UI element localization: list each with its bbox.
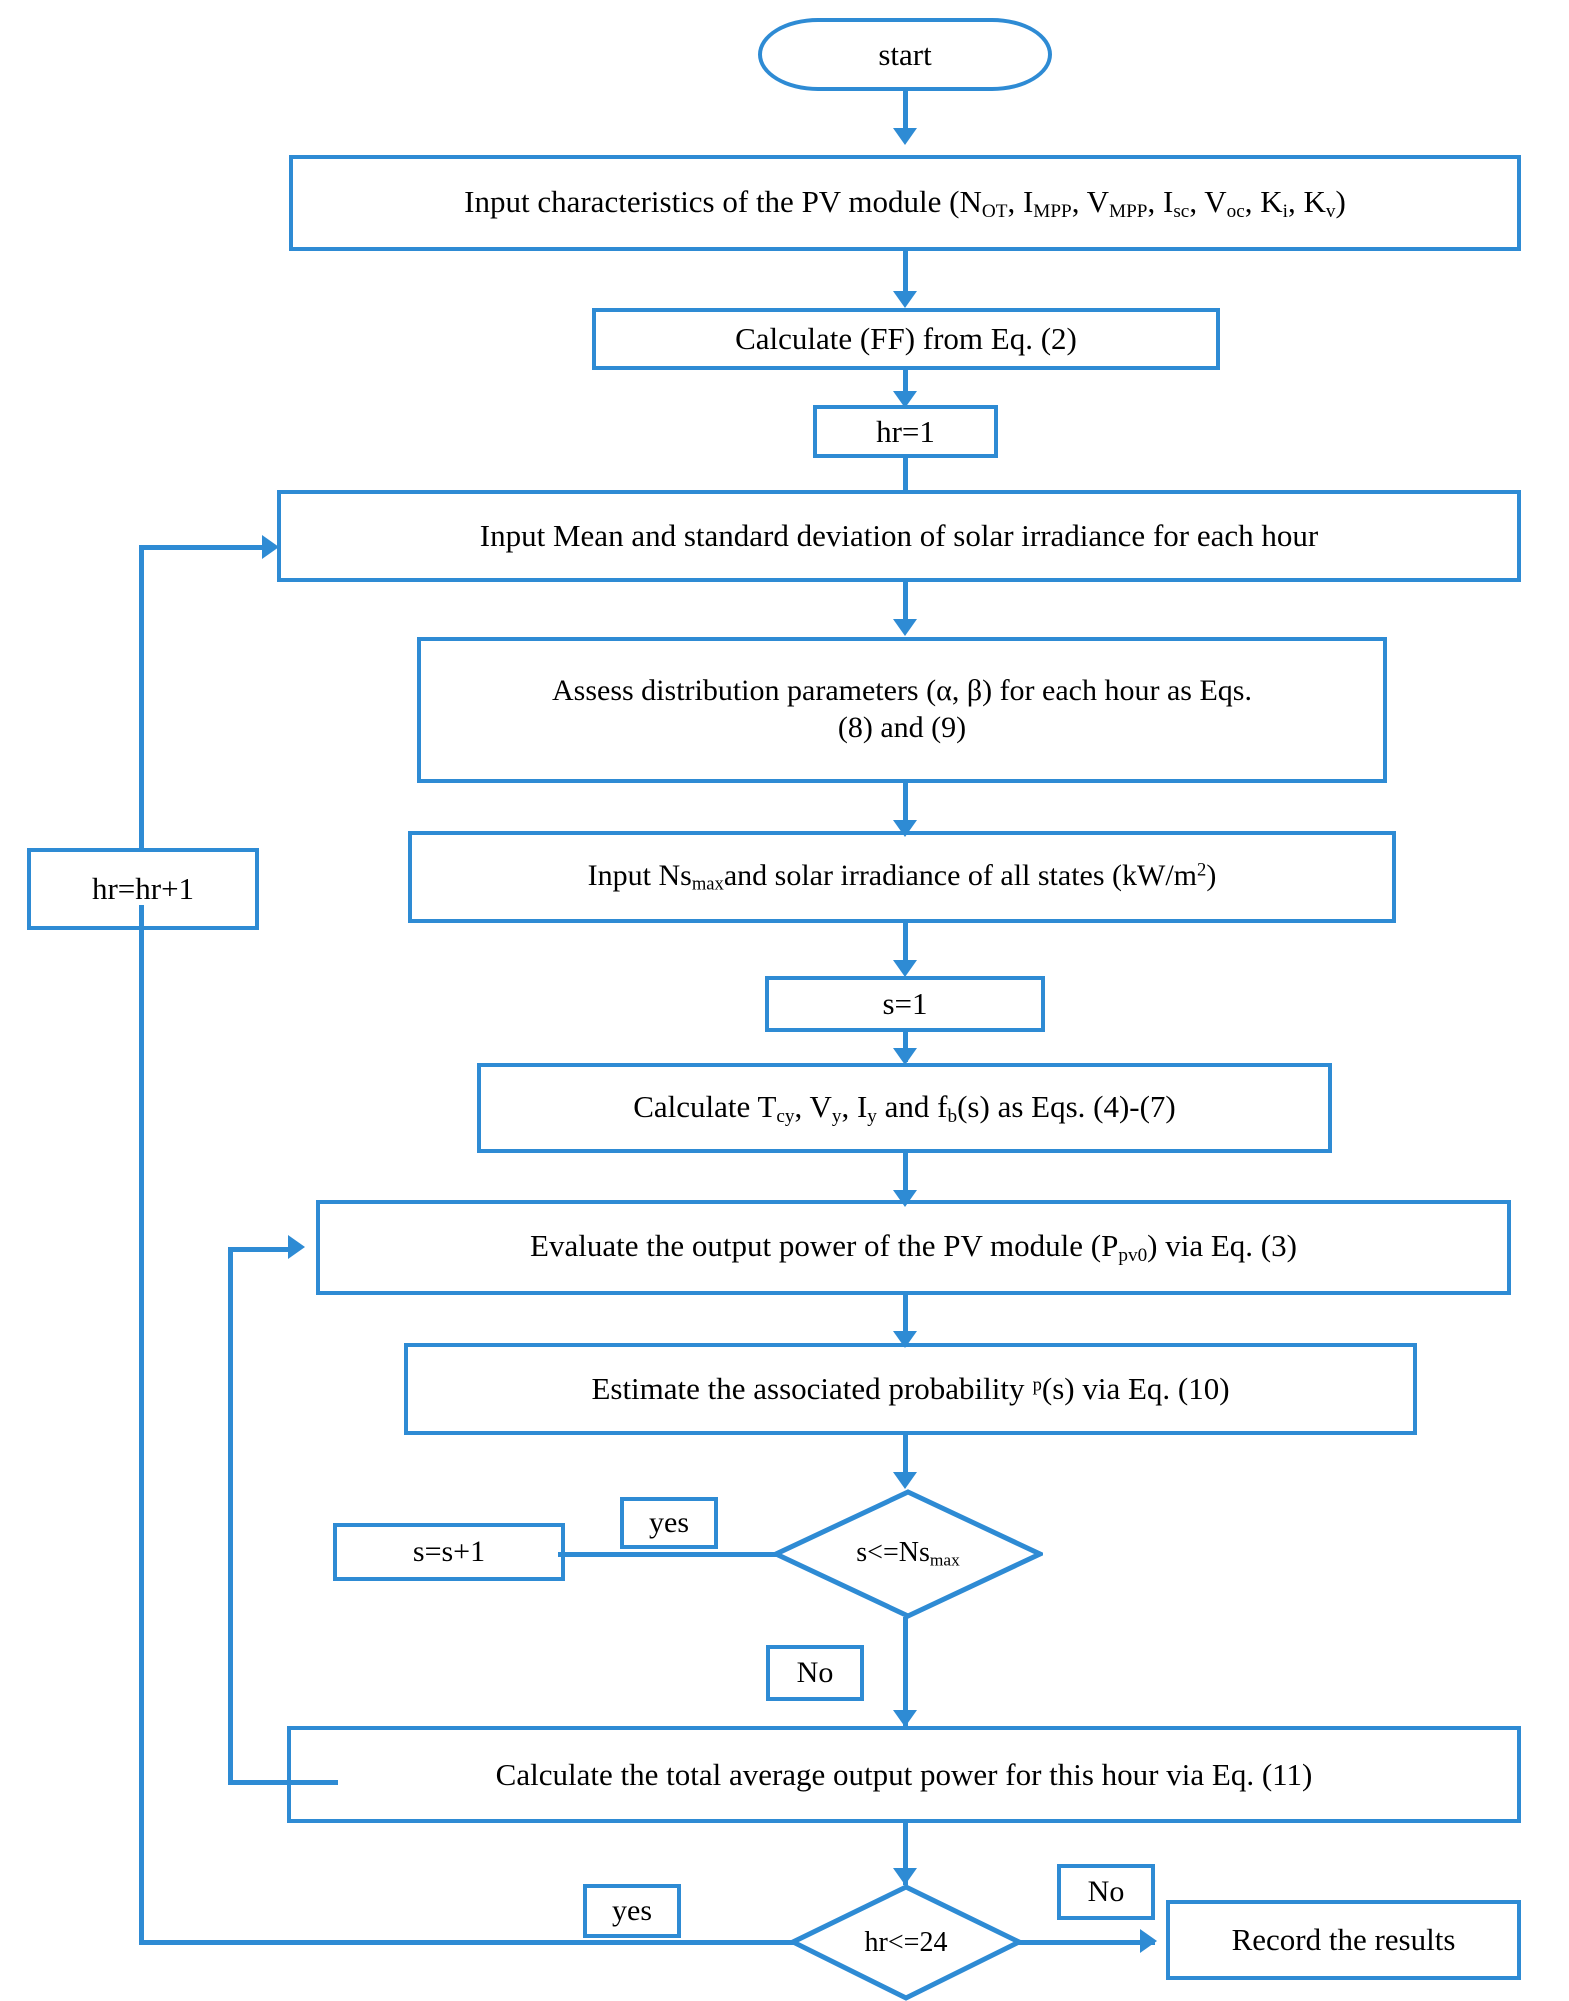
decision-s-shape [773, 1489, 1043, 1619]
edge-calcff-to-hrinit [903, 370, 908, 402]
arrowhead-estimate-to-decision-s [893, 1472, 917, 1489]
edge-decision-hr-yes [139, 1940, 795, 1945]
node-input-nsmax[interactable]: Input Nsmaxand solar irradiance of all s… [408, 831, 1396, 923]
node-estimate-probability[interactable]: Estimate the associated probability ᵖ(s)… [404, 1343, 1417, 1435]
arrowhead-input-to-calcff [893, 291, 917, 308]
arrowhead-total-avg-to-decision-hr [893, 1868, 917, 1885]
node-calculate-tcy-label: Calculate Tcy, Vy, Iy and fb(s) as Eqs. … [633, 1088, 1176, 1127]
node-decision-s-label: s<=Nsmax [856, 1537, 960, 1570]
node-input-characteristics[interactable]: Input characteristics of the PV module (… [289, 155, 1521, 251]
node-s-increment-label: s=s+1 [412, 1534, 486, 1568]
arrowhead-decision-s-no [893, 1710, 917, 1727]
edge-label-s-yes: yes [620, 1497, 718, 1549]
edge-decision-s-yes [558, 1552, 778, 1557]
node-estimate-probability-label: Estimate the associated probability ᵖ(s)… [591, 1371, 1230, 1407]
arrowhead-s-increment-loop [288, 1235, 305, 1259]
node-calculate-tcy[interactable]: Calculate Tcy, Vy, Iy and fb(s) as Eqs. … [477, 1063, 1332, 1153]
node-hr-init-label: hr=1 [876, 413, 935, 449]
arrowhead-decision-hr-no [1140, 1929, 1157, 1953]
node-input-mean[interactable]: Input Mean and standard deviation of sol… [277, 490, 1521, 582]
edge-hrinit-to-inputmean [903, 458, 908, 490]
node-calculate-ff-label: Calculate (FF) from Eq. (2) [735, 321, 1077, 357]
node-record-results-label: Record the results [1231, 1922, 1456, 1958]
edge-s-increment-loop-top [228, 1247, 290, 1252]
node-input-characteristics-label: Input characteristics of the PV module (… [464, 183, 1346, 222]
arrowhead-evaluate-to-estimate [893, 1331, 917, 1348]
node-hr-increment-label: hr=hr+1 [91, 871, 195, 907]
edge-label-hr-no: No [1057, 1864, 1155, 1920]
node-assess-distribution-line1: Assess distribution parameters (α, β) fo… [552, 674, 1252, 708]
node-decision-hr[interactable]: hr<=24 [790, 1884, 1022, 2001]
edge-start-to-input [903, 91, 908, 136]
node-start-label: start [878, 36, 932, 72]
arrowhead-hr-increment-to-inputmean [262, 535, 279, 559]
node-assess-distribution[interactable]: Assess distribution parameters (α, β) fo… [417, 637, 1387, 783]
node-input-nsmax-label: Input Nsmaxand solar irradiance of all s… [587, 858, 1217, 895]
node-input-mean-label: Input Mean and standard deviation of sol… [479, 518, 1319, 554]
arrowhead-start-to-input [893, 128, 917, 145]
edge-decision-hr-no [1018, 1940, 1155, 1945]
node-calculate-total-average-label: Calculate the total average output power… [495, 1756, 1313, 1792]
arrowhead-calctcy-to-evaluate [893, 1190, 917, 1207]
edge-evaluate-to-estimate [903, 1295, 908, 1341]
edge-nsmax-to-sinit [903, 923, 908, 968]
edge-inputmean-to-assess [903, 582, 908, 627]
edge-estimate-to-decision-s [903, 1435, 908, 1477]
edge-total-avg-to-decision-hr [903, 1823, 908, 1885]
edge-decision-s-no [903, 1617, 908, 1727]
node-hr-init[interactable]: hr=1 [813, 405, 998, 458]
node-evaluate-power[interactable]: Evaluate the output power of the PV modu… [316, 1200, 1511, 1295]
node-calculate-ff[interactable]: Calculate (FF) from Eq. (2) [592, 308, 1220, 370]
decision-hr-shape [790, 1884, 1022, 2001]
edge-input-to-calcff [903, 251, 908, 299]
edge-assess-to-nsmax [903, 783, 908, 828]
edge-hr-loop-left-vertical [139, 905, 144, 1942]
node-s-increment[interactable]: s=s+1 [333, 1523, 565, 1581]
arrowhead-sinit-to-calctcy [893, 1048, 917, 1065]
edge-sinit-to-calctcy [903, 1032, 908, 1062]
edge-hr-increment-to-inputmean [139, 545, 267, 550]
node-s-init-label: s=1 [882, 986, 928, 1022]
edge-s-increment-loop-vertical [228, 1247, 233, 1785]
arrowhead-nsmax-to-sinit [893, 960, 917, 977]
arrowhead-calcff-to-hrinit [893, 391, 917, 408]
edge-s-increment-loop-bottom [228, 1780, 338, 1785]
edge-calctcy-to-evaluate [903, 1153, 908, 1199]
node-s-init[interactable]: s=1 [765, 976, 1045, 1032]
node-record-results[interactable]: Record the results [1166, 1900, 1521, 1980]
node-decision-hr-label: hr<=24 [864, 1926, 948, 1958]
node-calculate-total-average[interactable]: Calculate the total average output power… [287, 1726, 1521, 1823]
node-start[interactable]: start [758, 18, 1052, 91]
node-evaluate-power-label: Evaluate the output power of the PV modu… [530, 1228, 1297, 1267]
edge-hr-increment-up [139, 545, 144, 850]
node-decision-s[interactable]: s<=Nsmax [773, 1489, 1043, 1619]
edge-label-hr-yes: yes [583, 1884, 681, 1938]
arrowhead-inputmean-to-assess [893, 619, 917, 636]
arrowhead-assess-to-nsmax [893, 820, 917, 837]
edge-label-s-no: No [766, 1645, 864, 1701]
node-assess-distribution-line2: (8) and (9) [837, 711, 967, 744]
